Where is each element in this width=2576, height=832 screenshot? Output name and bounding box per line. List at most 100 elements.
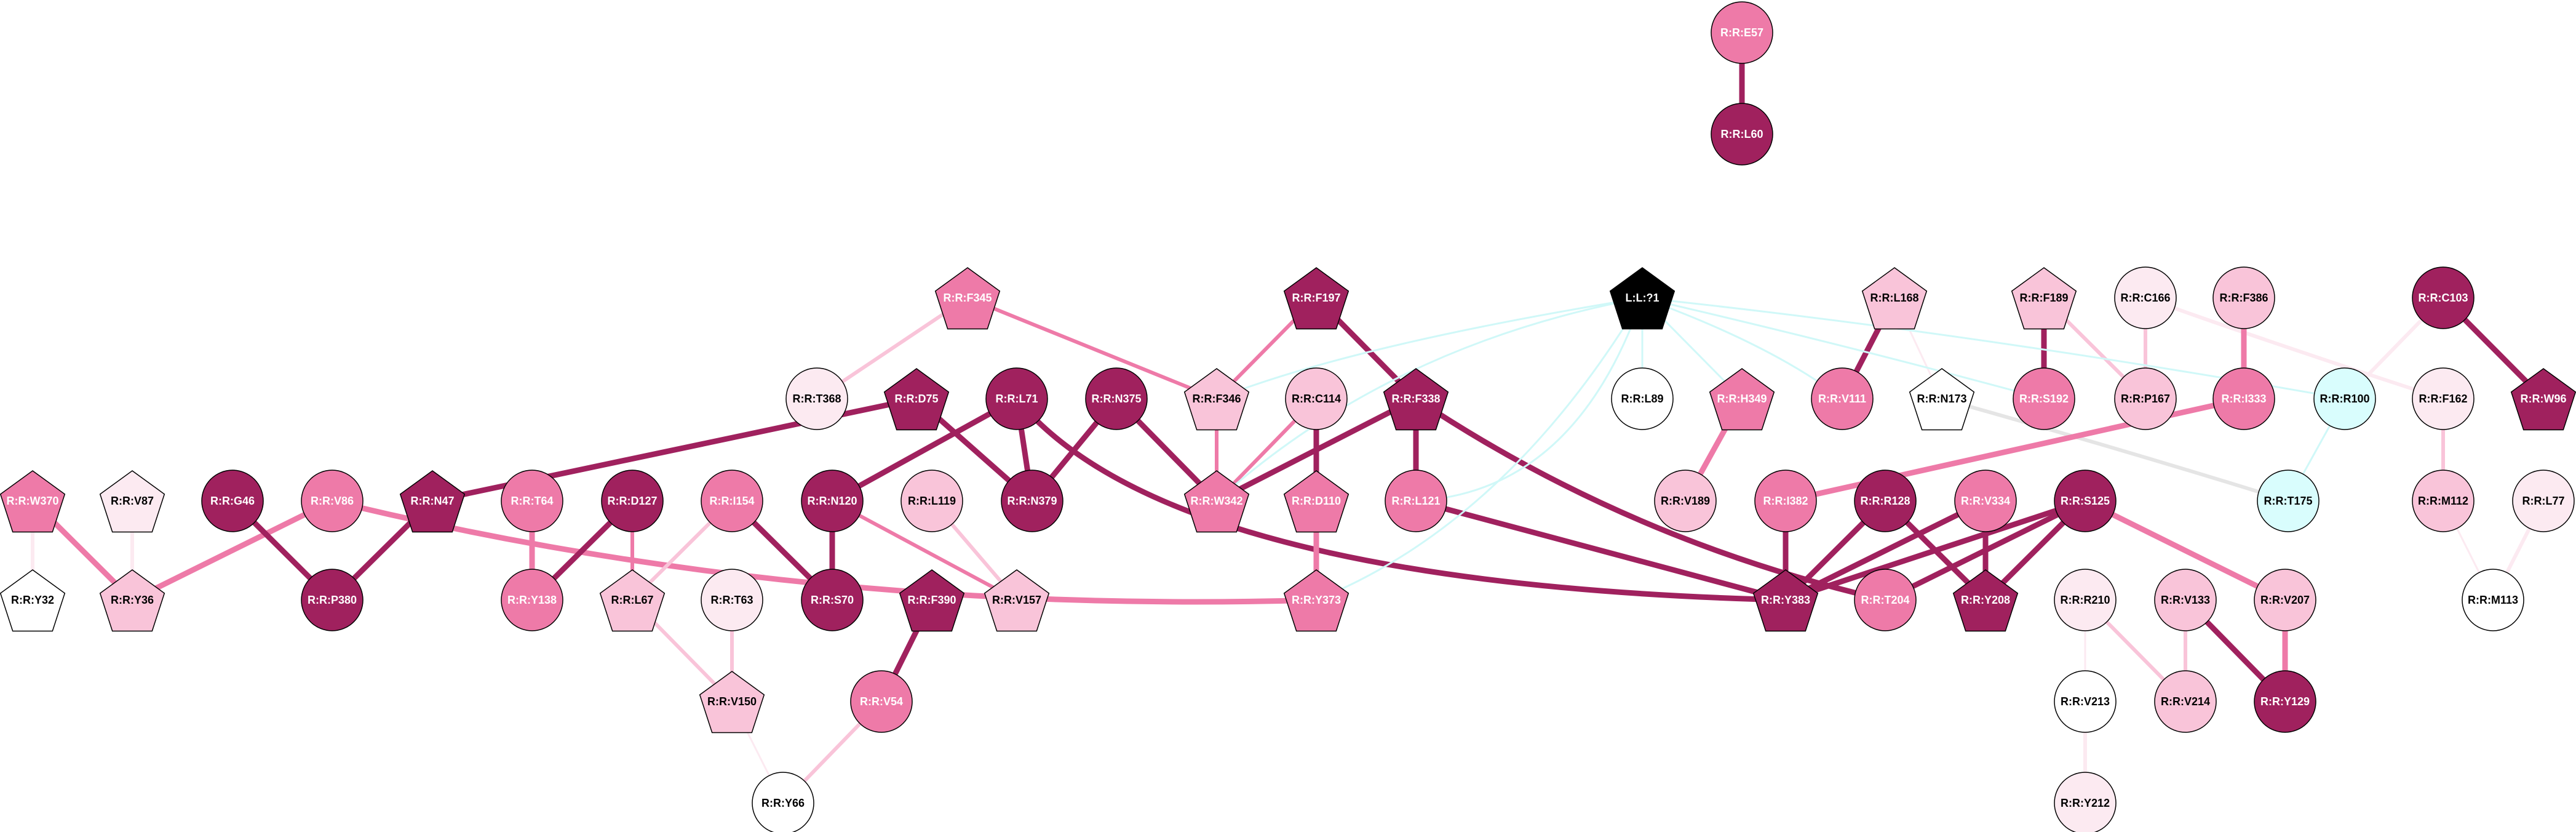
node-f189[interactable]: R:R:F189	[2011, 267, 2077, 330]
node-d110[interactable]: R:R:D110	[1283, 470, 1350, 533]
node-i382[interactable]: R:R:I382	[1754, 470, 1817, 532]
node-circle-shape	[2257, 470, 2320, 532]
node-label: R:R:S125	[2061, 495, 2110, 507]
node-v111[interactable]: R:R:V111	[1811, 367, 1874, 430]
node-y138[interactable]: R:R:Y138	[501, 569, 563, 631]
node-y208[interactable]: R:R:Y208	[1952, 569, 2019, 632]
node-n379[interactable]: R:R:N379	[1001, 470, 1063, 532]
node-label: R:R:G46	[210, 495, 255, 507]
node-circle-shape	[1754, 470, 1817, 532]
node-label: R:R:N375	[1091, 393, 1141, 405]
node-f197[interactable]: R:R:F197	[1283, 267, 1350, 330]
node-label: R:R:V150	[707, 695, 757, 708]
node-m112[interactable]: R:R:M112	[2412, 470, 2475, 532]
node-t204[interactable]: R:R:T204	[1854, 569, 1917, 631]
node-t64[interactable]: R:R:T64	[501, 470, 563, 532]
node-label: R:R:L168	[1870, 292, 1918, 304]
node-y66[interactable]: R:R:Y66	[752, 772, 814, 832]
node-v213[interactable]: R:R:V213	[2054, 670, 2117, 733]
node-s70[interactable]: R:R:S70	[801, 569, 864, 631]
node-f338[interactable]: R:R:F338	[1383, 368, 1449, 431]
node-f346[interactable]: R:R:F346	[1183, 368, 1250, 431]
node-v54[interactable]: R:R:V54	[850, 670, 913, 733]
node-label: R:R:N379	[1007, 495, 1057, 507]
node-n47[interactable]: R:R:N47	[399, 470, 466, 533]
node-label: R:R:Y373	[1292, 594, 1341, 606]
node-f386[interactable]: R:R:F386	[2212, 266, 2275, 329]
node-pentagon-shape	[0, 470, 66, 533]
node-label: R:R:L77	[2522, 495, 2564, 507]
node-d127[interactable]: R:R:D127	[601, 470, 664, 532]
node-v334[interactable]: R:R:V334	[1954, 470, 2017, 532]
node-y373[interactable]: R:R:Y373	[1283, 569, 1350, 632]
node-v214[interactable]: R:R:V214	[2154, 670, 2217, 733]
node-t63[interactable]: R:R:T63	[701, 569, 763, 631]
node-r100[interactable]: R:R:R100	[2313, 367, 2376, 430]
node-v86[interactable]: R:R:V86	[301, 470, 364, 532]
node-y129[interactable]: R:R:Y129	[2254, 670, 2316, 733]
node-v87[interactable]: R:R:V87	[99, 470, 165, 533]
node-pentagon-shape	[1283, 470, 1350, 533]
node-w370[interactable]: R:R:W370	[0, 470, 66, 533]
node-l67[interactable]: R:R:L67	[599, 569, 666, 632]
node-f345[interactable]: R:R:F345	[934, 267, 1001, 330]
node-p380[interactable]: R:R:P380	[301, 569, 364, 631]
node-label: R:R:P380	[308, 594, 357, 606]
node-v207[interactable]: R:R:V207	[2254, 569, 2316, 631]
node-f162[interactable]: R:R:F162	[2412, 367, 2475, 430]
node-p167[interactable]: R:R:P167	[2114, 367, 2177, 430]
node-v133[interactable]: R:R:V133	[2154, 569, 2217, 631]
node-pentagon-shape	[883, 368, 950, 431]
node-t175[interactable]: R:R:T175	[2257, 470, 2320, 532]
node-circle-shape	[2013, 367, 2075, 430]
node-s192[interactable]: R:R:S192	[2013, 367, 2075, 430]
node-label: R:R:W342	[1190, 495, 1242, 507]
node-circle-shape	[2254, 670, 2316, 733]
node-n173[interactable]: R:R:N173	[1909, 368, 1975, 431]
node-r128[interactable]: R:R:R128	[1854, 470, 1917, 532]
node-circle-shape	[1711, 1, 1773, 64]
node-y32[interactable]: R:R:Y32	[0, 569, 66, 632]
node-l89[interactable]: R:R:L89	[1611, 367, 1674, 430]
node-s125[interactable]: R:R:S125	[2054, 470, 2117, 532]
node-label: R:R:C166	[2120, 292, 2170, 304]
node-v150[interactable]: R:R:V150	[699, 671, 765, 734]
node-y212[interactable]: R:R:Y212	[2054, 772, 2117, 832]
edge-f345-f346	[966, 296, 1218, 401]
node-circle-shape	[752, 772, 814, 832]
edge-n120-v157	[830, 499, 1019, 602]
edge-s125-y383	[1783, 498, 2088, 603]
node-l77[interactable]: R:R:L77	[2512, 470, 2575, 532]
node-i333[interactable]: R:R:I333	[2212, 367, 2275, 430]
node-f390[interactable]: R:R:F390	[899, 569, 965, 632]
node-l121[interactable]: R:R:L121	[1385, 470, 1447, 532]
node-l71[interactable]: R:R:L71	[985, 367, 1048, 430]
node-l60[interactable]: R:R:L60	[1711, 103, 1773, 166]
node-y383[interactable]: R:R:Y383	[1752, 569, 1819, 632]
node-i154[interactable]: R:R:I154	[701, 470, 763, 532]
node-c166[interactable]: R:R:C166	[2114, 266, 2177, 329]
node-l168[interactable]: R:R:L168	[1861, 267, 1928, 330]
node-n120[interactable]: R:R:N120	[801, 470, 864, 532]
node-t368[interactable]: R:R:T368	[785, 367, 848, 430]
node-label: R:R:Y36	[111, 594, 154, 606]
node-w96[interactable]: R:R:W96	[2510, 368, 2576, 431]
node-w342[interactable]: R:R:W342	[1183, 470, 1250, 533]
node-label: R:R:I154	[709, 495, 754, 507]
node-e57[interactable]: R:R:E57	[1711, 1, 1773, 64]
node-label: R:R:D75	[894, 393, 938, 405]
node-c103[interactable]: R:R:C103	[2412, 266, 2475, 329]
node-label: R:R:M112	[2418, 495, 2468, 507]
node-lig[interactable]: L:L:?1	[1609, 267, 1676, 330]
node-d75[interactable]: R:R:D75	[883, 368, 950, 431]
node-c114[interactable]: R:R:C114	[1285, 367, 1348, 430]
node-y36[interactable]: R:R:Y36	[99, 569, 165, 632]
node-n375[interactable]: R:R:N375	[1085, 367, 1148, 430]
node-r210[interactable]: R:R:R210	[2054, 569, 2117, 631]
node-v189[interactable]: R:R:V189	[1654, 470, 1717, 532]
node-g46[interactable]: R:R:G46	[201, 470, 264, 532]
node-m113[interactable]: R:R:M113	[2462, 569, 2524, 631]
node-h349[interactable]: R:R:H349	[1709, 368, 1775, 431]
node-l119[interactable]: R:R:L119	[900, 470, 963, 532]
node-v157[interactable]: R:R:V157	[984, 569, 1050, 632]
